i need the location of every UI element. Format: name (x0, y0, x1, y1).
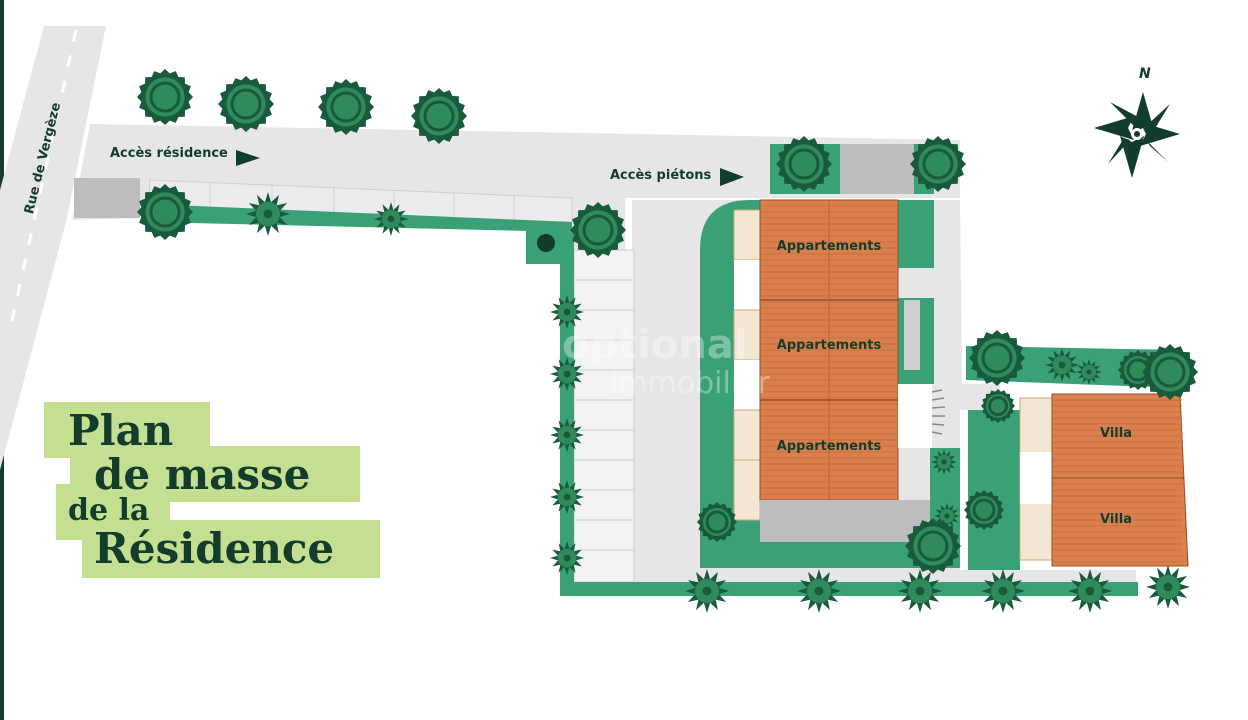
apartments-east-lawn (898, 200, 934, 268)
villas-west-lawn (968, 410, 1020, 570)
title-line-2: de masse (94, 450, 311, 499)
west-hedge (560, 232, 574, 590)
west-parking-lines (574, 279, 634, 551)
tree-icon (550, 480, 584, 514)
north-grey-pad (840, 144, 914, 194)
villa-label-2: Villa (1100, 512, 1132, 527)
tree-icon (697, 502, 737, 542)
title-line-1: Plan (68, 406, 174, 455)
east-walkway (904, 300, 920, 370)
watermark-line-2: immobilier (610, 366, 770, 401)
tree-icon (898, 569, 942, 613)
tree-icon (550, 357, 584, 391)
trees-layer (137, 69, 1198, 613)
stair-icon (931, 389, 946, 435)
tree-icon (318, 79, 374, 135)
tree-icon (969, 330, 1025, 386)
entry-grey-pad (74, 178, 140, 218)
tree-icon (570, 202, 626, 258)
tree-icon (550, 418, 584, 452)
compass-north-label: N (1139, 66, 1151, 82)
tree-icon (981, 569, 1025, 613)
compass-rose-icon (1094, 92, 1180, 178)
apartments-roof-hatching (761, 205, 897, 495)
tree-icon (905, 518, 961, 574)
access-pedestrians-arrow-icon (720, 168, 744, 186)
apartments-south-lawn (760, 540, 932, 568)
apartments-terraces (733, 209, 761, 521)
title-line-4: Résidence (94, 524, 335, 573)
tree-icon (934, 503, 960, 529)
tree-icon (910, 136, 966, 192)
villas-terrace-gap (1020, 452, 1052, 504)
tree-icon (931, 449, 957, 475)
villas-roof (1051, 393, 1189, 567)
tree-icon (550, 295, 584, 329)
access-residence-label: Accès résidence (110, 146, 228, 161)
apartments-label-2: Appartements (776, 338, 882, 353)
south-hedge (560, 582, 1138, 596)
tree-icon (776, 136, 832, 192)
tree-icon (137, 184, 193, 240)
apartments-label-3: Appartements (776, 439, 882, 454)
west-parking-bays (573, 249, 635, 583)
apartments-label-1: Appartements (776, 239, 882, 254)
access-residence-arrow-icon (236, 150, 260, 166)
tree-icon (981, 389, 1015, 423)
villa-label-1: Villa (1100, 426, 1132, 441)
tree-icon (374, 202, 408, 236)
north-hedge (148, 204, 572, 232)
corner-post (537, 234, 555, 252)
watermark-line-1: optional (562, 322, 748, 368)
title-line-3: de la (68, 493, 150, 528)
tree-icon (1045, 348, 1079, 382)
access-pedestrians-label: Accès piétons (610, 168, 712, 183)
apartments-carport (760, 500, 930, 542)
tree-icon (1142, 344, 1198, 400)
villas-roof-hatching (1053, 399, 1182, 563)
tree-icon (246, 192, 290, 236)
tree-icon (137, 69, 193, 125)
tree-icon (685, 569, 729, 613)
tree-icon (1068, 569, 1112, 613)
street-rue-de-vergeze (0, 26, 106, 470)
stair-landing (898, 384, 932, 448)
tree-icon (218, 76, 274, 132)
title-highlight-4 (82, 520, 380, 578)
tree-icon (1146, 565, 1190, 609)
tree-icon (964, 490, 1004, 530)
tree-icon (411, 88, 467, 144)
tree-icon (1076, 359, 1102, 385)
tree-icon (550, 541, 584, 575)
tree-icon (797, 569, 841, 613)
